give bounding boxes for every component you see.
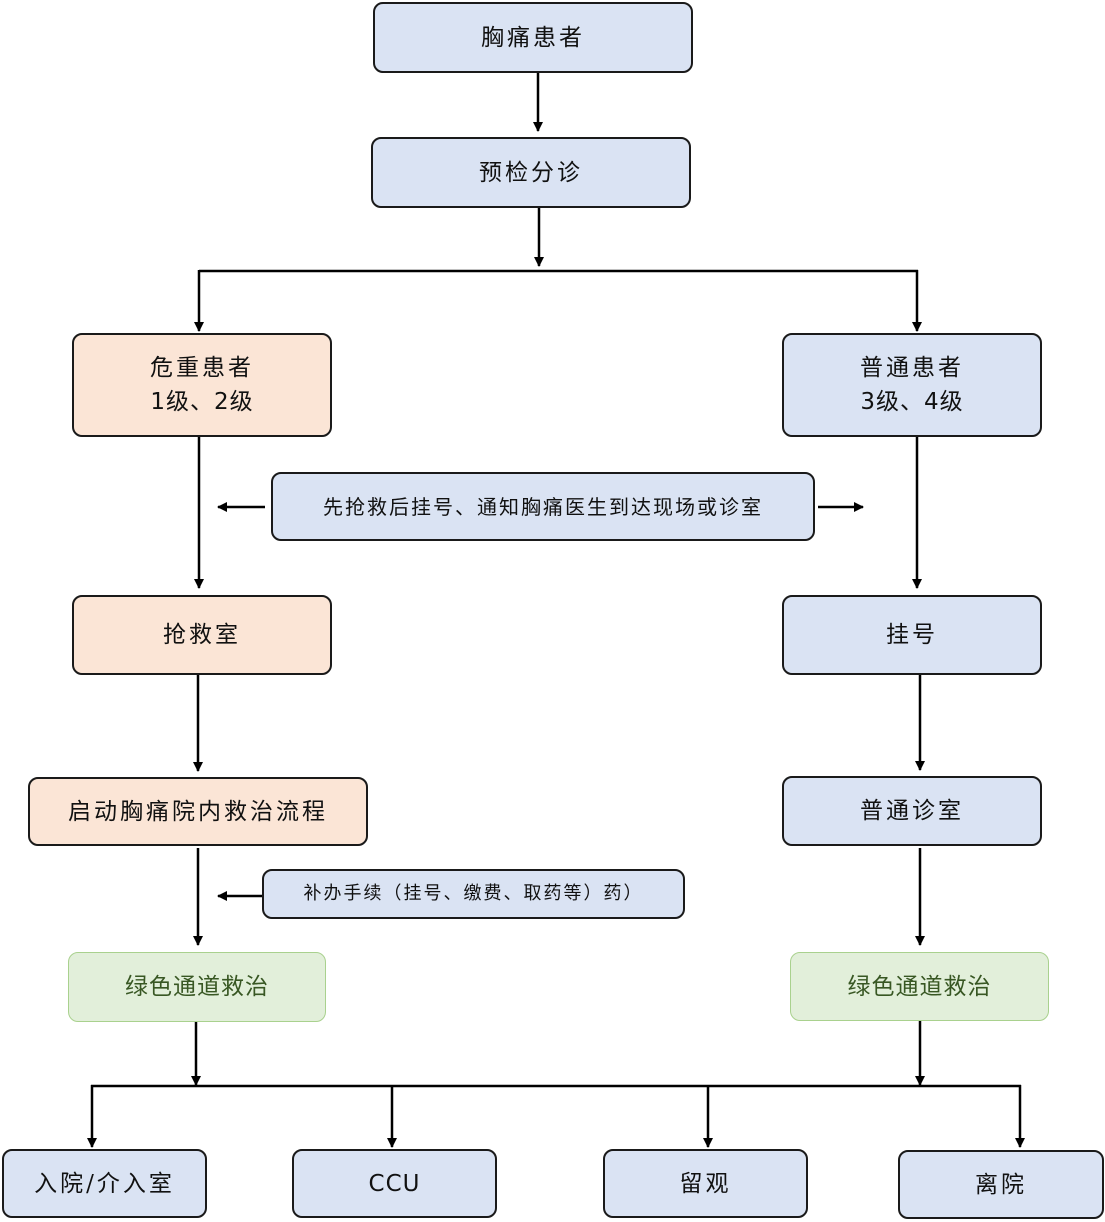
node-triage: 预检分诊 (371, 137, 691, 208)
node-registration: 挂号 (782, 595, 1042, 675)
node-label: 离院 (975, 1171, 1027, 1198)
note-supplement: 补办手续（挂号、缴费、取药等）药） (262, 869, 685, 919)
node-general-clinic: 普通诊室 (782, 776, 1042, 846)
note-label: 先抢救后挂号、通知胸痛医生到达现场或诊室 (323, 494, 763, 519)
node-label: 普通诊室 (860, 798, 964, 824)
node-label: 挂号 (886, 622, 938, 648)
node-label: 胸痛患者 (481, 24, 585, 51)
node-start-process: 启动胸痛院内救治流程 (28, 777, 368, 846)
node-label: 留观 (679, 1170, 732, 1197)
node-label: 启动胸痛院内救治流程 (68, 798, 328, 825)
node-observation: 留观 (603, 1149, 808, 1218)
node-label: 入院/介入室 (34, 1170, 175, 1197)
node-green-channel-left: 绿色通道救治 (68, 952, 326, 1022)
node-label: 绿色通道救治 (847, 973, 992, 1000)
node-rescue-room: 抢救室 (72, 595, 332, 675)
node-green-channel-right: 绿色通道救治 (790, 952, 1049, 1021)
node-discharge: 离院 (898, 1150, 1104, 1219)
note-label: 补办手续（挂号、缴费、取药等）药） (303, 883, 644, 904)
node-sublabel: 1级、2级 (150, 389, 254, 415)
node-chest-pain-patient: 胸痛患者 (373, 2, 693, 73)
node-label: 绿色通道救治 (125, 974, 269, 1000)
node-critical-patient: 危重患者 1级、2级 (72, 333, 332, 437)
node-admission: 入院/介入室 (2, 1149, 207, 1218)
node-label: 危重患者 (150, 355, 254, 381)
node-label: 预检分诊 (479, 159, 583, 186)
node-sublabel: 3级、4级 (860, 389, 964, 415)
node-label: 普通患者 (860, 355, 964, 381)
node-normal-patient: 普通患者 3级、4级 (782, 333, 1042, 437)
node-label: 抢救室 (163, 622, 241, 648)
note-rescue-first: 先抢救后挂号、通知胸痛医生到达现场或诊室 (271, 472, 815, 541)
node-label: CCU (368, 1170, 421, 1197)
node-ccu: CCU (292, 1149, 497, 1218)
